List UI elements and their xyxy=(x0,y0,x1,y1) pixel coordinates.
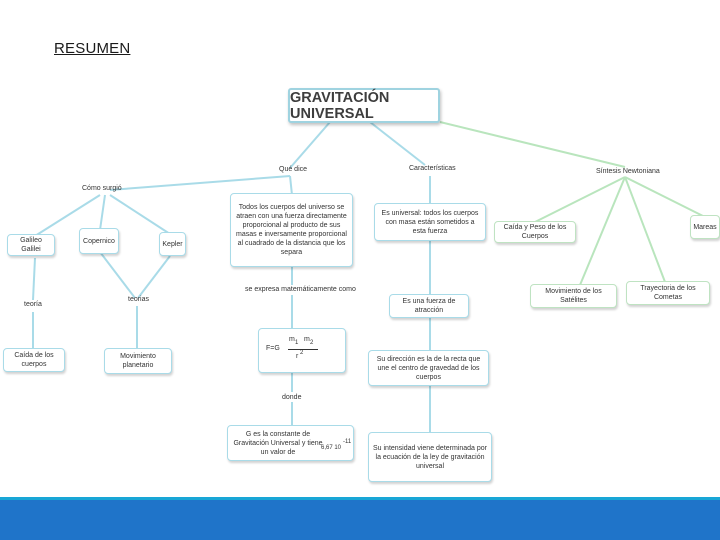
formula-m1-sub: 1 xyxy=(295,340,299,346)
label-se-expresa: se expresa matemáticamente como xyxy=(245,286,356,293)
node-mareas: Mareas xyxy=(690,215,720,239)
node-caida-peso: Caída y Peso de los Cuerpos xyxy=(494,221,576,243)
constante-value: 6,67 10 xyxy=(321,445,342,451)
node-ley-gravitacion: Todos los cuerpos del universo se atraen… xyxy=(230,193,353,267)
node-atraccion: Es una fuerza de atracción xyxy=(389,294,469,318)
branch-sintesis: Síntesis Newtoniana xyxy=(596,168,660,175)
footer-band xyxy=(0,497,720,540)
node-copernico: Copernico xyxy=(79,228,119,254)
branch-como-surgio: Cómo surgió xyxy=(82,185,122,192)
node-cometas: Trayectoria de los Cometas xyxy=(626,281,710,305)
formula-fraction-bar xyxy=(288,349,318,350)
footer-stripe xyxy=(0,497,720,500)
node-direccion: Su dirección es la de la recta que une e… xyxy=(368,350,489,386)
constante-text: G es la constante de Gravitación Univers… xyxy=(233,430,323,456)
branch-caracteristicas: Características xyxy=(409,165,456,172)
node-galileo: Galileo Galilei xyxy=(7,234,55,256)
constante-exp: -11 xyxy=(343,439,352,445)
node-constante: G es la constante de Gravitación Univers… xyxy=(227,425,354,461)
node-formula: F=G m 1 m 2 r 2 xyxy=(258,328,346,373)
formula-m1: m xyxy=(289,336,295,343)
formula-m2-sub: 2 xyxy=(310,340,314,346)
label-teorias: teorias xyxy=(128,296,150,303)
node-es-universal: Es universal: todos los cuerpos con masa… xyxy=(374,203,486,241)
node-movimiento-planetario: Movimiento planetario xyxy=(104,348,172,374)
slide-title: RESUMEN xyxy=(54,40,131,57)
node-kepler: Kepler xyxy=(159,232,186,256)
formula-m2: m xyxy=(304,336,310,343)
node-intensidad: Su intensidad viene determinada por la e… xyxy=(368,432,492,482)
label-donde: donde xyxy=(282,394,302,401)
formula-den: r xyxy=(296,353,299,360)
node-caida-cuerpos: Caída de los cuerpos xyxy=(3,348,65,372)
node-satelites: Movimiento de los Satélites xyxy=(530,284,617,308)
formula-lhs: F=G xyxy=(266,345,280,352)
branch-que-dice: Qué dice xyxy=(279,166,308,173)
label-teoria: teoría xyxy=(24,301,42,308)
map-title: GRAVITACIÓN UNIVERSAL xyxy=(288,88,440,123)
formula-den-exp: 2 xyxy=(300,350,304,356)
